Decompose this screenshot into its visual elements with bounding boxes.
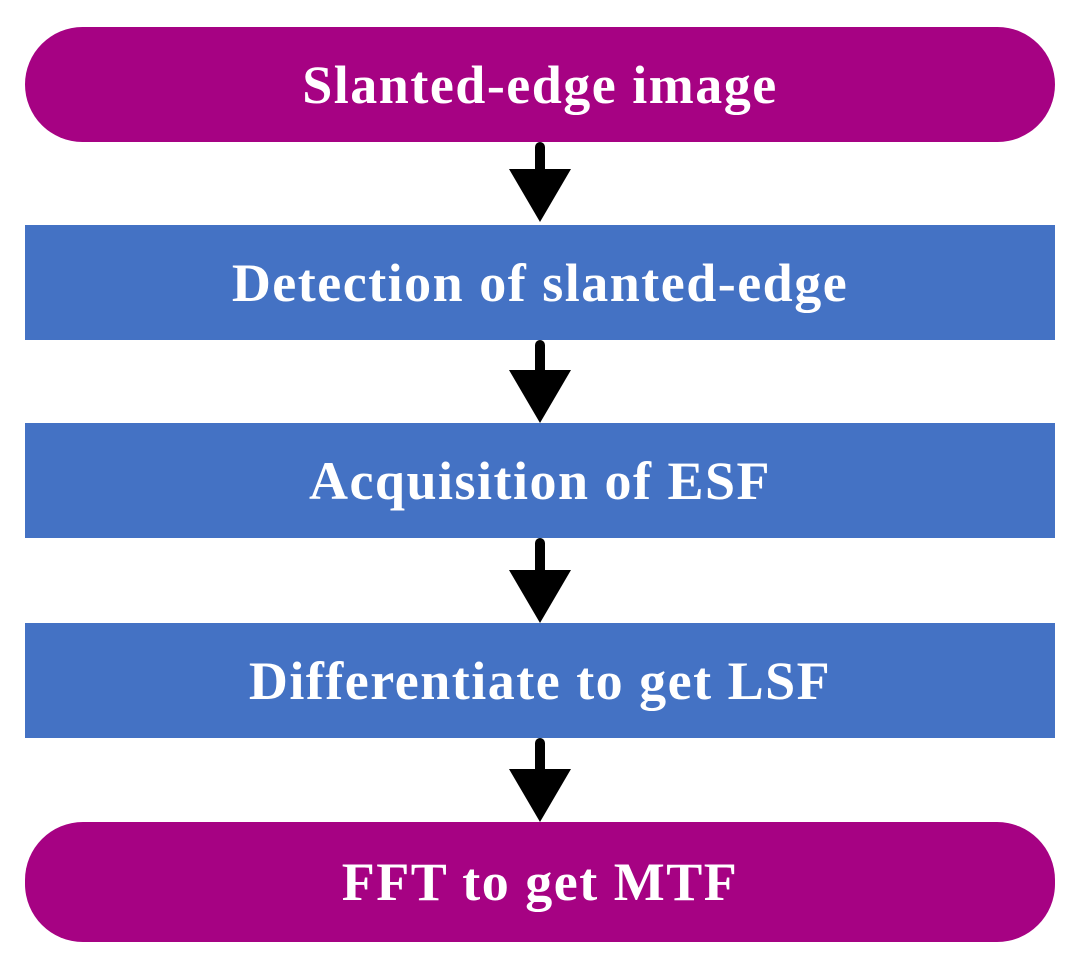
step-label: Acquisition of ESF — [308, 450, 772, 511]
flowchart-step-detection-of-slanted-edge: Detection of slanted-edge — [25, 225, 1055, 340]
arrow-down-icon — [509, 538, 571, 623]
step-label: Slanted-edge image — [302, 54, 778, 115]
step-label: Detection of slanted-edge — [231, 252, 849, 313]
arrow-head — [509, 570, 571, 623]
arrow-stem — [535, 340, 545, 370]
arrow-down-icon — [509, 142, 571, 222]
arrow-head — [509, 370, 571, 423]
step-label: Differentiate to get LSF — [248, 650, 832, 711]
arrow-down-icon — [509, 340, 571, 423]
arrow-down-icon — [509, 738, 571, 822]
arrow-stem — [535, 738, 545, 769]
flowchart-step-acquisition-of-esf: Acquisition of ESF — [25, 423, 1055, 538]
step-label: FFT to get MTF — [341, 852, 739, 912]
arrow-stem — [535, 142, 545, 169]
arrow-stem — [535, 538, 545, 570]
arrow-head — [509, 169, 571, 222]
arrow-head — [509, 769, 571, 822]
flowchart-step-fft-to-get-mtf: FFT to get MTF — [25, 822, 1055, 942]
flowchart-step-slanted-edge-image: Slanted-edge image — [25, 27, 1055, 142]
flowchart-step-differentiate-to-get-lsf: Differentiate to get LSF — [25, 623, 1055, 738]
